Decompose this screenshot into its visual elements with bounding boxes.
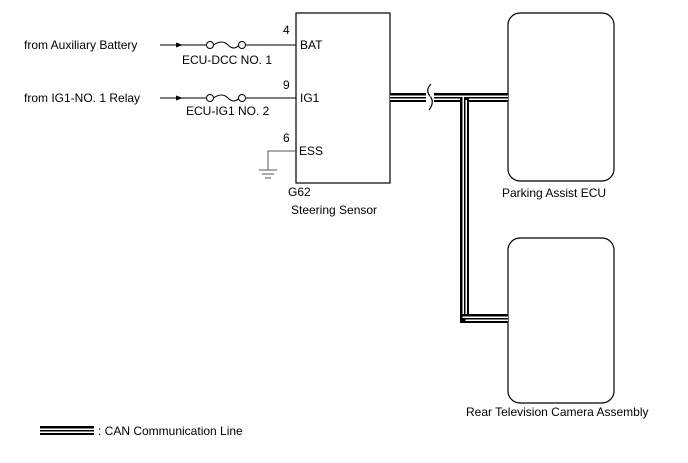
source-label: from Auxiliary Battery	[24, 38, 138, 52]
source-label: from IG1-NO. 1 Relay	[24, 91, 141, 105]
rear-camera-box	[507, 237, 615, 404]
steering-sensor-code: G62	[288, 185, 311, 199]
arrow-icon	[176, 95, 183, 101]
fuse-icon	[206, 41, 214, 49]
terminal-label: ESS	[299, 144, 324, 158]
pin-number: 4	[283, 23, 290, 37]
bat-wire	[160, 41, 296, 49]
steering-sensor-name: Steering Sensor	[291, 203, 378, 217]
pin-number: 6	[283, 131, 290, 145]
parking-ecu-name: Parking Assist ECU	[502, 186, 607, 200]
fuse-label: ECU-IG1 NO. 2	[186, 104, 270, 118]
fuse-label: ECU-DCC NO. 1	[182, 53, 273, 67]
terminal-label: IG1	[300, 91, 320, 105]
camera-name: Rear Television Camera Assembly	[466, 405, 649, 419]
arrow-icon	[176, 42, 183, 48]
legend-label: : CAN Communication Line	[98, 424, 243, 438]
parking-assist-ecu-box	[507, 12, 615, 182]
can-legend-line	[40, 426, 94, 435]
fuse-icon	[206, 94, 214, 102]
ig1-wire	[160, 94, 296, 102]
pin-number: 9	[283, 78, 290, 92]
ground-icon	[259, 150, 296, 179]
terminal-label: BAT	[300, 38, 323, 52]
can-bus	[390, 83, 508, 323]
